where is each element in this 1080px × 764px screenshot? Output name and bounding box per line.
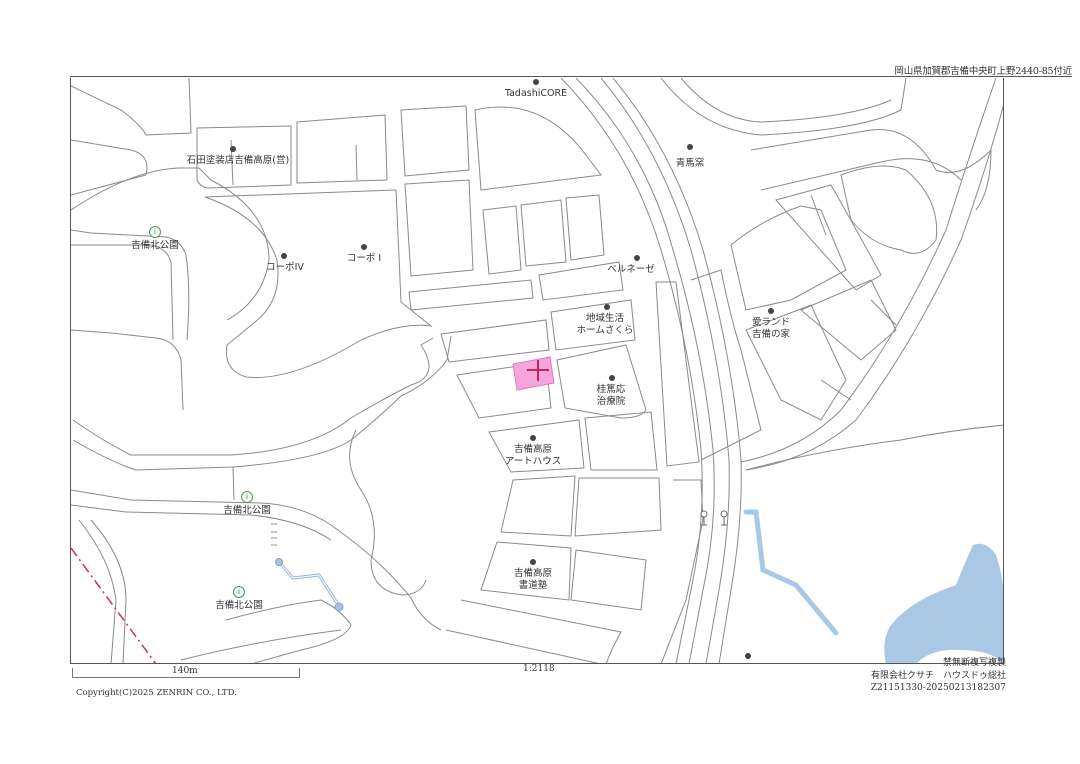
address-label: 岡山県加賀郡吉備中央町上野2440-85付近 <box>894 66 1072 77</box>
poi-dot-icon[interactable] <box>604 304 610 310</box>
poi-dot-icon[interactable] <box>533 79 539 85</box>
poi-label-sakura-home[interactable]: 地域生活 ホームさくら <box>576 313 634 336</box>
park-label[interactable]: 吉備北公園 <box>215 600 263 611</box>
poi-label-ishida[interactable]: 石田塗装店吉備高原(営) <box>186 155 290 166</box>
poi-label-kopo-4[interactable]: コーポIV <box>266 262 304 273</box>
pond <box>884 543 1003 663</box>
stream <box>743 509 839 636</box>
poi-dot-icon[interactable] <box>530 435 536 441</box>
scale-label: 140m <box>172 666 198 676</box>
poi-label-airando[interactable]: 愛ランド 吉備の家 <box>751 317 791 340</box>
target-parcel <box>512 356 555 391</box>
poi-dot-icon[interactable] <box>361 244 367 250</box>
poi-dot-icon[interactable] <box>634 255 640 261</box>
poi-dot-icon[interactable] <box>768 308 774 314</box>
road-network <box>71 78 1003 663</box>
poi-label-kopo-1[interactable]: コーポ I <box>346 253 382 264</box>
poi-dot-icon[interactable] <box>530 559 536 565</box>
copyright: Copyright(C)2025 ZENRIN CO., LTD. <box>76 688 237 698</box>
notice: 禁無断複写複製 <box>942 658 1006 668</box>
park-label[interactable]: 吉備北公園 <box>131 240 179 251</box>
document-code: Z21151330-20250213182307 <box>870 683 1006 693</box>
map-canvas[interactable] <box>70 78 1004 664</box>
bus-stop-icon <box>720 510 728 526</box>
park-icon[interactable]: i <box>149 226 161 238</box>
scale-ratio: 1:2118 <box>523 664 555 674</box>
company: 有限会社クサチ ハウスドゥ総社 <box>870 670 1006 681</box>
footer-info: 禁無断複写複製 有限会社クサチ ハウスドゥ総社 Z21151330-202502… <box>840 657 1006 695</box>
poi-label-bellneze[interactable]: ベルネーゼ <box>607 264 655 275</box>
poi-dot-icon[interactable] <box>687 144 693 150</box>
boundary-line <box>71 547 157 663</box>
bus-stop-icon <box>700 510 708 526</box>
park-icon[interactable]: i <box>241 491 253 503</box>
poi-label-seibagama[interactable]: 青馬窯 <box>675 158 705 169</box>
poi-dot-icon[interactable] <box>281 253 287 259</box>
poi-dot-icon[interactable] <box>609 375 615 381</box>
poi-dot-icon[interactable] <box>745 653 751 659</box>
cross-icon <box>527 360 549 381</box>
bus-stop-icons <box>700 510 728 526</box>
poi-label-clinic[interactable]: 桂篤応 治療院 <box>596 384 626 407</box>
poi-label-tadashicore[interactable]: TadashiCORE <box>504 88 568 99</box>
scale-bar <box>72 668 300 678</box>
park-label[interactable]: 吉備北公園 <box>223 505 271 516</box>
poi-label-art-house[interactable]: 吉備高原 アートハウス <box>504 444 562 467</box>
park-icon[interactable]: i <box>233 586 245 598</box>
poi-label-calligraphy[interactable]: 吉備高原 書道塾 <box>513 568 553 591</box>
header-rule <box>70 76 1072 77</box>
poi-dot-icon[interactable] <box>230 146 236 152</box>
